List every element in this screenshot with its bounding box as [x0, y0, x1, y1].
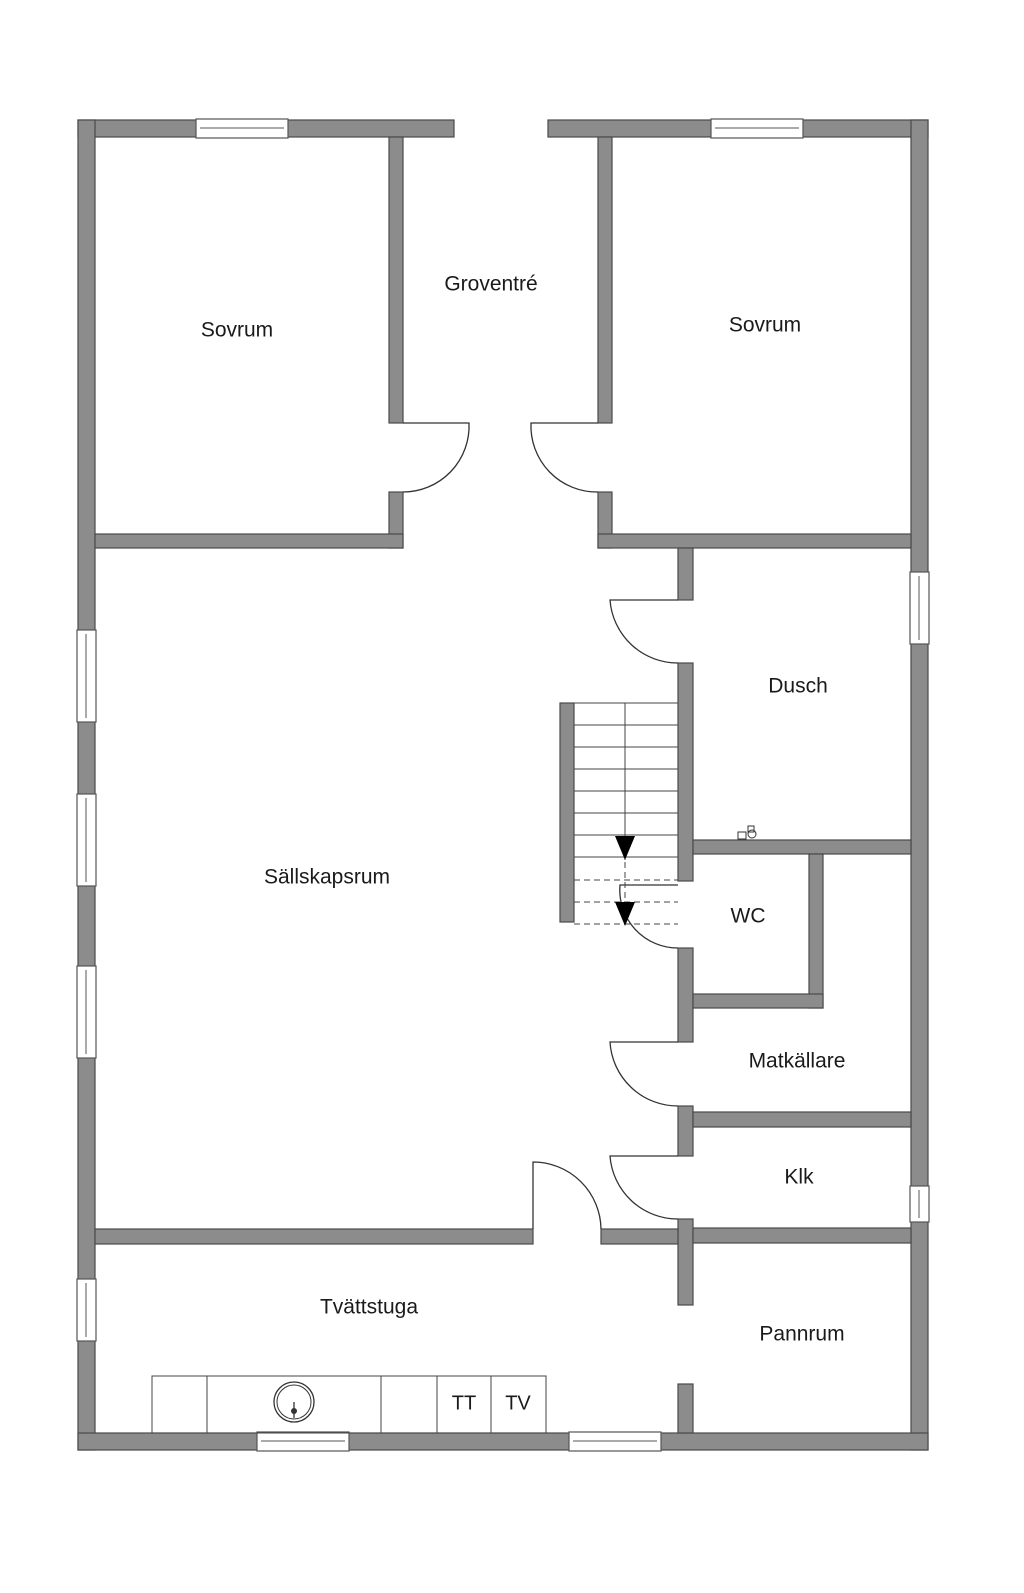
- door-dusch: [609, 599, 679, 664]
- appliance-label-tumble-dryer: TT: [452, 1392, 476, 1414]
- room-label-klk: Klk: [784, 1166, 814, 1189]
- shower-tap-icon: [737, 825, 757, 840]
- laundry-counter: [151, 1375, 547, 1434]
- staircase: [559, 702, 678, 926]
- room-labels: Sovrum Groventré Sovrum Sällskapsrum Dus…: [201, 273, 846, 1415]
- door-sovrum-left: [402, 422, 470, 493]
- appliance-label-washing-machine: TV: [505, 1392, 531, 1414]
- room-label-wc: WC: [731, 905, 766, 928]
- door-tvattstuga: [532, 1161, 602, 1230]
- doors: [402, 422, 679, 1230]
- stair-arrow-icon: [615, 836, 635, 860]
- room-label-tvattstuga: Tvättstuga: [320, 1296, 418, 1319]
- room-label-sallskapsrum: Sällskapsrum: [264, 866, 390, 889]
- room-label-groventre: Groventré: [444, 273, 537, 296]
- windows: [76, 118, 930, 1452]
- sink-icon: [273, 1381, 315, 1423]
- door-matkallare: [609, 1041, 679, 1107]
- room-label-sovrum-right: Sovrum: [729, 314, 801, 337]
- door-klk: [609, 1155, 679, 1220]
- room-label-pannrum: Pannrum: [759, 1323, 844, 1346]
- door-wc: [619, 884, 679, 949]
- room-label-sovrum-left: Sovrum: [201, 319, 273, 342]
- room-label-dusch: Dusch: [768, 675, 828, 698]
- room-label-matkallare: Matkällare: [749, 1050, 846, 1073]
- door-sovrum-right: [530, 422, 599, 493]
- stair-arrow-icon: [615, 902, 635, 926]
- interior-walls: [94, 136, 912, 1434]
